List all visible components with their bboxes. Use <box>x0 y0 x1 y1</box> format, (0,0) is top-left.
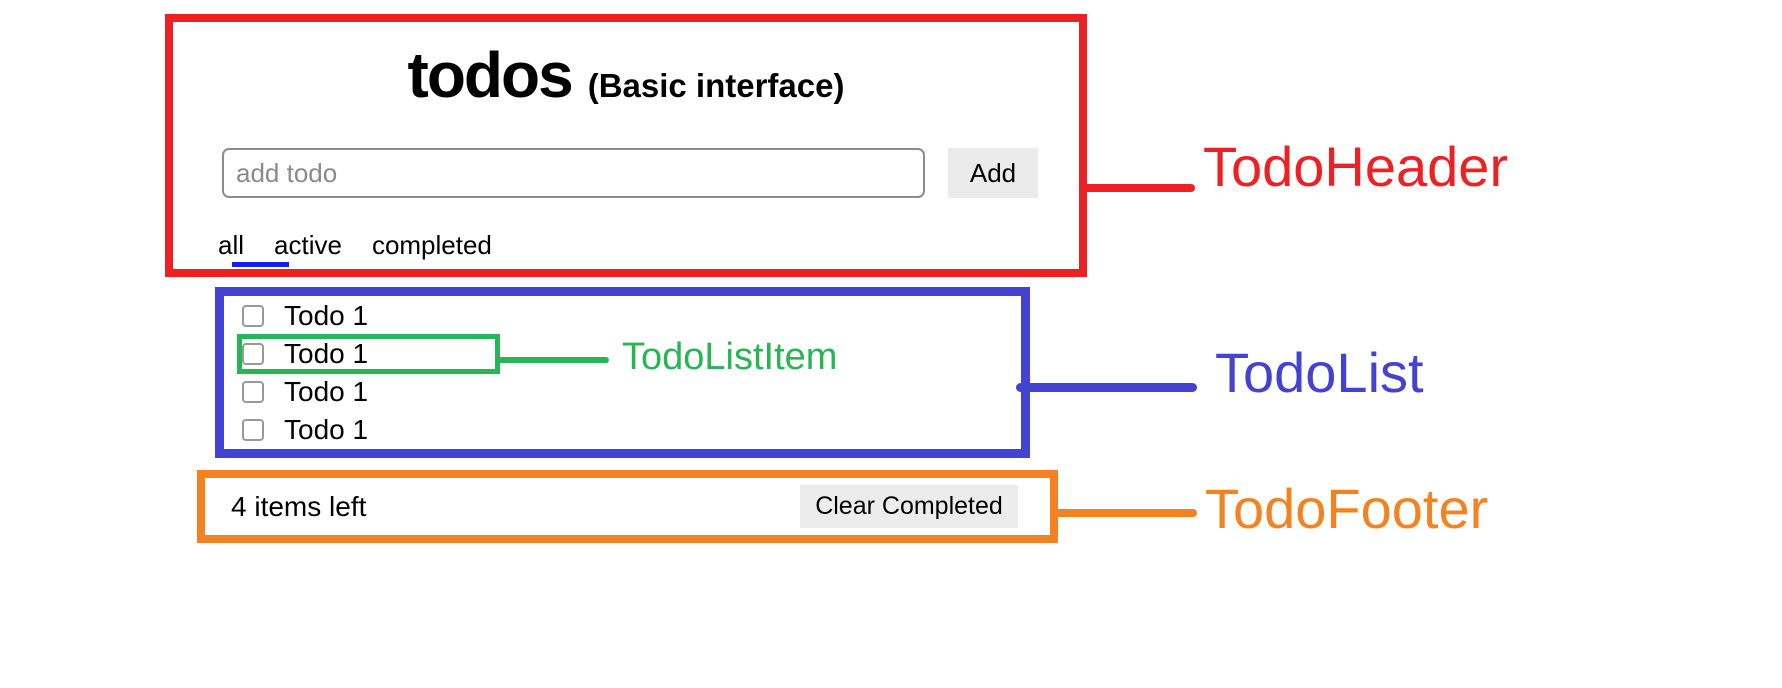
todo-checkbox[interactable] <box>242 418 264 441</box>
todo-footer-connector-line <box>1050 509 1197 517</box>
todo-item-label: Todo 1 <box>284 375 369 407</box>
todo-item-label: Todo 1 <box>284 299 369 331</box>
clear-completed-button[interactable]: Clear Completed <box>800 485 1018 528</box>
todo-list-item-annotation-label: TodoListItem <box>622 336 838 378</box>
todo-list-item[interactable]: Todo 1 <box>242 373 1021 411</box>
add-button[interactable]: Add <box>948 148 1038 198</box>
todo-list-item[interactable]: Todo 1 <box>242 335 1021 373</box>
todo-checkbox[interactable] <box>242 304 264 327</box>
filter-active[interactable]: active <box>274 230 342 260</box>
todo-header-connector-line <box>1081 184 1195 192</box>
todo-list-annotation-label: TodoList <box>1215 341 1424 404</box>
title-row: todos (Basic interface) <box>173 38 1079 112</box>
app-subtitle: (Basic interface) <box>587 67 845 104</box>
todo-list-item[interactable]: Todo 1 <box>242 297 1021 335</box>
todo-footer-region: 4 items left Clear Completed <box>197 470 1058 543</box>
filter-links: all active completed <box>218 230 492 261</box>
todo-checkbox[interactable] <box>242 342 264 365</box>
todo-list-item-highlight-box <box>237 334 500 374</box>
todo-item-label: Todo 1 <box>284 413 369 445</box>
filter-completed[interactable]: completed <box>371 230 492 260</box>
todo-header-annotation-label: TodoHeader <box>1203 135 1509 198</box>
items-left-text: 4 items left <box>231 490 367 522</box>
todo-header-region: todos (Basic interface) Add all active c… <box>165 14 1087 277</box>
add-todo-input[interactable] <box>222 148 925 198</box>
todo-list-connector-line <box>1016 383 1197 392</box>
app-title: todos <box>407 39 574 111</box>
todo-item-label: Todo 1 <box>284 337 369 369</box>
todo-list-item-connector-line <box>497 357 609 363</box>
todo-footer-annotation-label: TodoFooter <box>1205 477 1489 540</box>
todo-checkbox[interactable] <box>242 380 264 403</box>
todo-list-item[interactable]: Todo 1 <box>242 411 1021 449</box>
filter-all[interactable]: all <box>218 230 245 260</box>
active-filter-underline <box>232 262 289 267</box>
